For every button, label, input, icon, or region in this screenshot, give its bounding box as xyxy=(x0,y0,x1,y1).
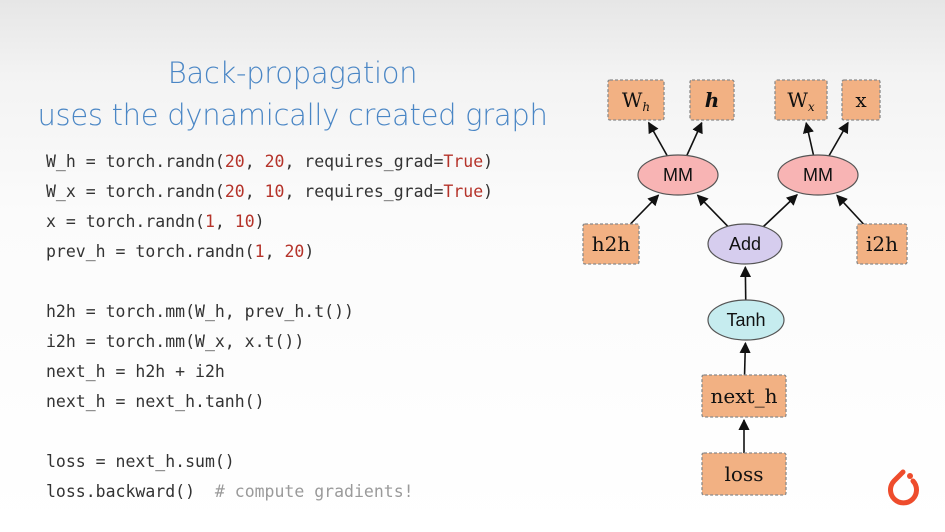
tensor-node-x: x xyxy=(841,79,881,121)
code-literal: True xyxy=(443,182,484,201)
edge-mm2-to-x xyxy=(828,121,849,157)
code-text: , requires_grad= xyxy=(284,152,444,171)
code-line: prev_h = torch.randn(1, 20) xyxy=(46,242,314,262)
code-text: ) xyxy=(483,182,494,201)
code-comment: # compute gradients! xyxy=(214,482,414,501)
code-literal: 10 xyxy=(234,212,255,231)
op-node-add: Add xyxy=(707,223,783,265)
slide-title-line1: Back-propagation xyxy=(167,56,418,90)
code-text: i2h = torch.mm(W_x, x.t()) xyxy=(46,332,305,351)
code-text: h2h = torch.mm(W_h, prev_h.t()) xyxy=(46,302,354,321)
code-literal: 20 xyxy=(224,152,245,171)
code-line: W_x = torch.randn(20, 10, requires_grad=… xyxy=(46,182,493,202)
tensor-node-loss: loss xyxy=(701,452,787,496)
edge-add-to-mm1 xyxy=(696,194,729,227)
tensor-label: Wh xyxy=(622,88,650,114)
tensor-label: h2h xyxy=(592,232,631,256)
code-literal: 10 xyxy=(264,182,285,201)
code-line: x = torch.randn(1, 10) xyxy=(46,212,265,232)
edge-mm1-to-wh xyxy=(647,121,668,157)
code-line: loss = next_h.sum() xyxy=(46,452,235,472)
code-text: next_h = next_h.tanh() xyxy=(46,392,265,411)
code-literal: 1 xyxy=(254,242,265,261)
code-literal: 1 xyxy=(204,212,215,231)
code-line: i2h = torch.mm(W_x, x.t()) xyxy=(46,332,304,352)
code-text: , xyxy=(244,152,265,171)
tensor-node-h2h: h2h xyxy=(582,223,640,265)
code-text: W_x = torch.randn( xyxy=(46,182,225,201)
edge-i2h-to-mm2 xyxy=(836,194,865,225)
edge-h2h-to-mm1 xyxy=(629,194,660,225)
code-text: x = torch.randn( xyxy=(46,212,205,231)
slide-title-line2: uses the dynamically created graph xyxy=(37,98,548,132)
tensor-label: x xyxy=(855,88,867,112)
code-text: , xyxy=(264,242,285,261)
code-literal: 20 xyxy=(224,182,245,201)
tensor-node-wh: Wh xyxy=(607,79,665,121)
op-label: MM xyxy=(803,165,833,185)
code-line: loss.backward() # compute gradients! xyxy=(46,482,414,502)
code-text: loss.backward() xyxy=(46,482,215,501)
code-line: h2h = torch.mm(W_h, prev_h.t()) xyxy=(46,302,354,322)
pytorch-flame-icon xyxy=(888,469,919,506)
tensor-label: i2h xyxy=(866,232,898,256)
tensor-label: Wx xyxy=(787,88,815,114)
code-text: ) xyxy=(304,242,315,261)
op-node-mm2: MM xyxy=(777,154,859,196)
code-text: next_h = h2h + i2h xyxy=(46,362,225,381)
op-label: Tanh xyxy=(726,310,765,330)
tensor-label: next_h xyxy=(711,384,778,408)
op-label: Add xyxy=(729,234,761,254)
code-text: ) xyxy=(254,212,265,231)
edge-mm2-to-wx xyxy=(802,121,815,156)
tensor-label: loss xyxy=(725,462,764,486)
tensor-node-wx: Wx xyxy=(774,79,828,121)
graph-edges xyxy=(629,121,865,453)
code-text: W_h = torch.randn( xyxy=(46,152,225,171)
edge-mm1-to-h xyxy=(686,121,703,156)
edge-next-h-to-tanh xyxy=(739,341,751,376)
code-text: , requires_grad= xyxy=(284,182,444,201)
code-line: W_h = torch.randn(20, 20, requires_grad=… xyxy=(46,152,493,172)
code-literal: 20 xyxy=(284,242,305,261)
tensor-label: h xyxy=(705,88,720,112)
code-text: prev_h = torch.randn( xyxy=(46,242,255,261)
code-literal: 20 xyxy=(264,152,285,171)
code-text: ) xyxy=(483,152,494,171)
code-text: , xyxy=(214,212,235,231)
tensor-node-h: h xyxy=(689,79,735,121)
code-literal: True xyxy=(443,152,484,171)
op-node-tanh: Tanh xyxy=(707,299,785,341)
code-text: , xyxy=(244,182,265,201)
op-node-mm1: MM xyxy=(637,154,719,196)
edge-add-to-mm2 xyxy=(762,193,798,228)
op-label: MM xyxy=(663,165,693,185)
code-line: next_h = h2h + i2h xyxy=(46,362,225,382)
tensor-node-i2h: i2h xyxy=(856,223,908,265)
tensor-node-next-h: next_h xyxy=(701,374,787,418)
code-text: loss = next_h.sum() xyxy=(46,452,235,471)
code-line: next_h = next_h.tanh() xyxy=(46,392,265,412)
